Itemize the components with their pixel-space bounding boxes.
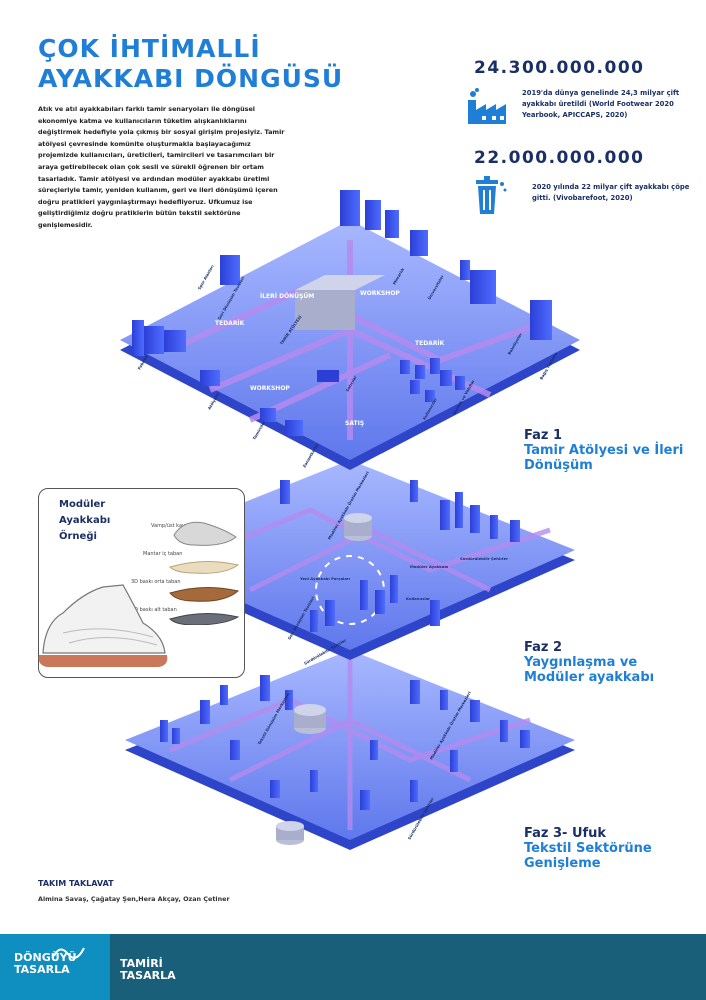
layer1-label-3: TEDARİK — [215, 320, 245, 327]
phase-3-subtitle: Tekstil Sektörüne Genişleme — [524, 841, 652, 871]
layer2-label-6: Kullanıcılar — [406, 596, 430, 601]
phase-3: Faz 3- Ufuk Tekstil Sektörüne Genişleme — [524, 826, 664, 871]
factory-icon — [468, 88, 506, 124]
layer1-label-10: Tamirciler — [252, 420, 267, 441]
phase-1-subtitle: Tamir Atölyesi ve İleri Dönüşüm — [524, 443, 684, 473]
phase-1: Faz 1 Tamir Atölyesi ve İleri Dönüşüm — [524, 428, 684, 473]
layer-1-platform: İLERİ DÖNÜŞÜM WORKSHOP TEDARİK TEDARİK W… — [120, 190, 580, 470]
modular-shoe-card: Modüler Ayakkabı Örneği Vamp/üst kaya Ma… — [38, 488, 245, 678]
loop-logo-icon — [53, 947, 85, 959]
logo-tamiri: TAMİRİ TASARLA — [120, 957, 176, 982]
phase-3-title: Faz 3- Ufuk — [524, 826, 607, 841]
layer2-label-2: Modüler Ayakkabı — [410, 564, 448, 569]
layer2-label-3: Yeni Ayakkabı Parçaları — [299, 576, 350, 581]
phase-2-subtitle: Yaygınlaşma ve Modüler ayakkabı — [524, 655, 655, 685]
phase-2-title: Faz 2 — [524, 640, 563, 655]
page-title: ÇOK İHTİMALLİ AYAKKABI DÖNGÜSÜ — [38, 34, 343, 94]
part-label-1: Vamp/üst kaya — [151, 523, 189, 529]
layer1-label-4: TEDARİK — [415, 340, 445, 347]
team-members: Almina Savaş, Çağatay Şen,Hera Akçay, Oz… — [38, 895, 230, 903]
phase-1-title: Faz 1 — [524, 428, 563, 443]
stat-production-text: 2019'da dünya genelinde 24,3 milyar çift… — [522, 89, 680, 119]
layer1-label-6: SATIŞ — [345, 420, 364, 427]
team-name: TAKIM TAKLAVAT — [38, 879, 114, 888]
logo-dongu: DÖNGÜYÜ TASARLA — [14, 951, 77, 976]
footer-bar: DÖNGÜYÜ TASARLA TAMİRİ TASARLA — [0, 934, 706, 1000]
layer1-label-1: İLERİ DÖNÜŞÜM — [260, 293, 314, 300]
footer-left-block — [0, 934, 110, 1000]
shoe-illustration — [38, 584, 168, 667]
phase-2: Faz 2 Yaygınlaşma ve Modüler ayakkabı — [524, 640, 684, 685]
layer-3-platform: Tekstil Dönüşüm Merkezleri Modüler Ayakk… — [125, 650, 575, 850]
layer1-label-5: WORKSHOP — [250, 385, 290, 392]
stat-production-number: 24.300.000.000 — [474, 58, 645, 78]
intro-paragraph: Atık ve atıl ayakkabıları farklı tamir s… — [38, 105, 285, 229]
stat-waste-number: 22.000.000.000 — [474, 148, 645, 168]
card-title: Modüler Ayakkabı Örneği — [59, 499, 111, 542]
stat-waste-text: 2020 yılında 22 milyar çift ayakkabı çöp… — [532, 183, 690, 202]
shoe-layers-illustration — [169, 521, 240, 625]
part-label-3: 3D baskı orta taban — [131, 579, 181, 585]
layer1-label-18: Spor Alanları — [197, 264, 215, 291]
part-label-2: Mantar iç taban — [143, 551, 183, 557]
part-label-4: 3D baskı alt taban — [131, 607, 177, 613]
trash-can-icon — [476, 176, 507, 214]
title-line-1: ÇOK İHTİMALLİ — [38, 34, 261, 63]
layer1-label-2: WORKSHOP — [360, 290, 400, 297]
title-line-2: AYAKKABI DÖNGÜSÜ — [38, 64, 344, 93]
layer2-label-7: Sürdürülebilir Şehirler — [460, 556, 508, 561]
